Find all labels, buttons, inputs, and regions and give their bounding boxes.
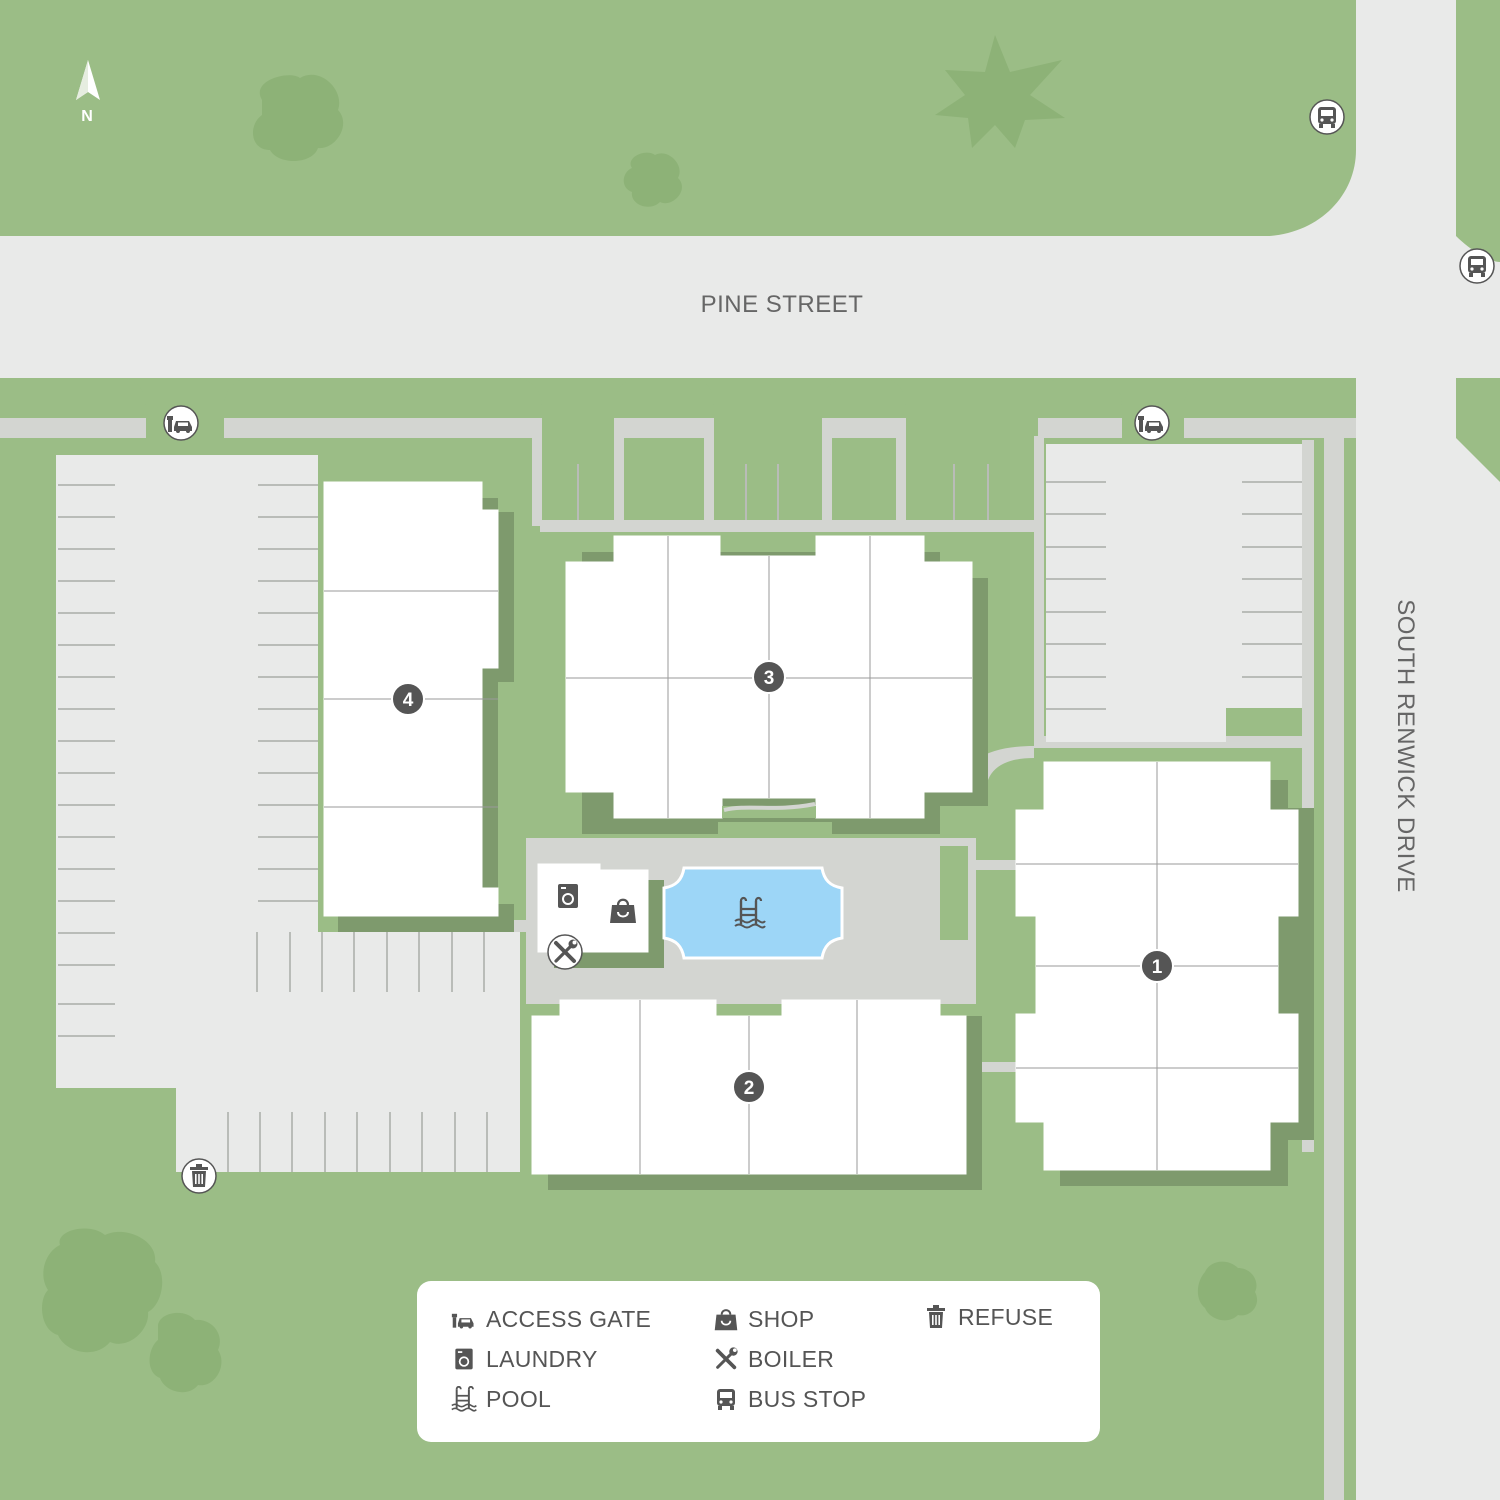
- laundry-marker-icon: [558, 884, 578, 908]
- legend-label: ACCESS GATE: [486, 1305, 652, 1332]
- legend-label: LAUNDRY: [486, 1345, 598, 1372]
- pine-street-label: PINE STREET: [701, 291, 864, 318]
- legend-label: BUS STOP: [748, 1385, 867, 1412]
- pool-icon: [451, 1386, 477, 1412]
- legend-item-shop: SHOP: [713, 1304, 814, 1334]
- pool: [662, 866, 844, 960]
- legend-item-pool: POOL: [451, 1384, 551, 1414]
- north-label: N: [81, 108, 93, 125]
- building-marker-4[interactable]: 4: [391, 682, 425, 716]
- access-gate-marker-east[interactable]: [1134, 405, 1170, 441]
- legend-item-access-gate: ACCESS GATE: [451, 1304, 651, 1334]
- boiler-icon: [715, 1346, 739, 1370]
- map-legend: ACCESS GATE LAUNDRY POOL SHOP BOILER BUS…: [417, 1281, 1100, 1442]
- bus-stop-marker-north[interactable]: [1309, 99, 1345, 135]
- building-marker-2[interactable]: 2: [732, 1070, 766, 1104]
- shop-icon: [713, 1309, 739, 1332]
- building-number: 4: [403, 690, 414, 711]
- legend-item-laundry: LAUNDRY: [451, 1344, 598, 1374]
- building-number: 2: [744, 1078, 755, 1099]
- east-parking-stripes: [1046, 481, 1302, 710]
- legend-label: REFUSE: [958, 1303, 1054, 1330]
- unit-dividers: [324, 536, 1298, 1174]
- building-number: 3: [764, 668, 775, 689]
- access-gate-marker-west[interactable]: [163, 405, 199, 441]
- legend-label: BOILER: [748, 1345, 835, 1372]
- building-marker-3[interactable]: 3: [752, 660, 786, 694]
- south-renwick-drive-label: SOUTH RENWICK DRIVE: [1392, 599, 1419, 893]
- legend-label: POOL: [486, 1385, 552, 1412]
- west-parking-stripes: [58, 484, 488, 1172]
- refuse-marker[interactable]: [181, 1158, 217, 1194]
- refuse-icon: [927, 1305, 945, 1328]
- trees: [42, 35, 1258, 1393]
- bus-stop-marker-east[interactable]: [1459, 248, 1495, 284]
- legend-item-bus-stop: BUS STOP: [713, 1384, 866, 1414]
- north-arrow: N: [76, 60, 100, 125]
- south-renwick-drive-road: [1356, 360, 1456, 1500]
- boiler-marker[interactable]: [547, 934, 583, 970]
- legend-label: SHOP: [748, 1305, 815, 1332]
- access-gate-icon: [451, 1313, 474, 1329]
- building-marker-1[interactable]: 1: [1140, 949, 1174, 983]
- legend-item-refuse: REFUSE: [923, 1302, 1053, 1332]
- building-number: 1: [1152, 957, 1163, 978]
- legend-item-boiler: BOILER: [713, 1344, 834, 1374]
- east-parking-lot: [1046, 444, 1302, 742]
- laundry-icon: [455, 1348, 473, 1370]
- bus-stop-icon: [717, 1389, 735, 1410]
- west-parking-lot: [56, 455, 520, 1172]
